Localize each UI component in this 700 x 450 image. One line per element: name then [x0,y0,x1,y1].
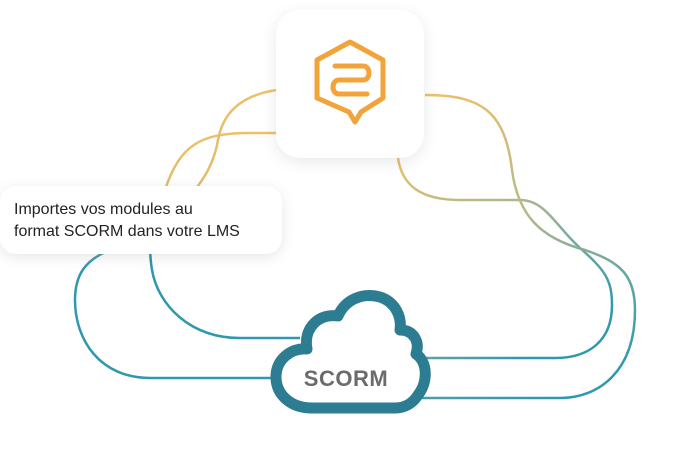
brand-logo-icon [314,39,386,125]
scorm-label: SCORM [303,366,389,391]
callout-line-1: Importes vos modules au [14,201,193,218]
callout-line-2: format SCORM dans votre LMS [14,223,240,240]
line-right-outer [418,93,637,400]
line-left-outer [73,131,276,380]
logo-card [276,10,424,158]
cloud-icon [270,290,431,414]
line-right-inner [396,157,614,360]
info-callout: Importes vos modules au format SCORM dan… [0,186,282,254]
